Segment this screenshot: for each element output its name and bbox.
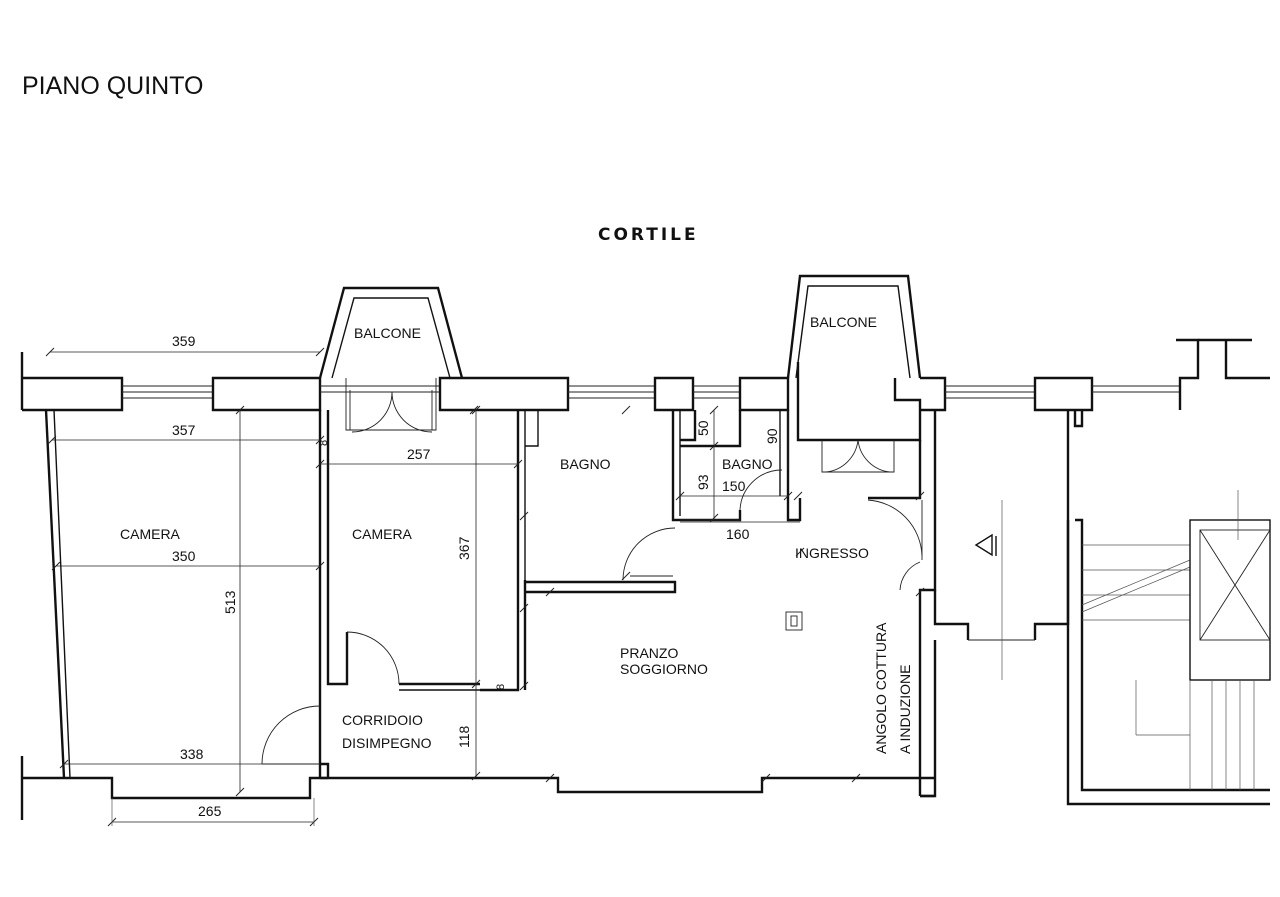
kitchen-label-1: ANGOLO COTTURA: [873, 622, 889, 754]
dimension-lines: [45, 347, 925, 827]
dim-265: 265: [198, 803, 222, 819]
living-label-1: PRANZO: [620, 645, 678, 661]
bedroom-left-label: CAMERA: [120, 526, 181, 542]
corridor-label-2: DISIMPEGNO: [342, 735, 432, 751]
balcony-right-label: BALCONE: [810, 314, 877, 330]
living-walls: [320, 640, 937, 798]
dim-350: 350: [172, 548, 196, 564]
entrance-arrow-icon: [974, 500, 1003, 680]
living-label-2: SOGGIORNO: [620, 661, 708, 677]
dim-8-bottom: 8: [495, 684, 507, 690]
dim-150: 150: [722, 478, 746, 494]
courtyard-label: CORTILE: [598, 225, 699, 245]
dim-118: 118: [456, 725, 472, 748]
balcony-left-label: BALCONE: [354, 325, 421, 341]
plan-title: PIANO QUINTO: [22, 72, 204, 100]
bedroom-middle-label: CAMERA: [352, 526, 413, 542]
dim-367: 367: [456, 536, 472, 560]
dim-90: 90: [764, 428, 780, 444]
dim-50: 50: [695, 420, 711, 436]
dim-257: 257: [407, 446, 431, 462]
dim-513: 513: [222, 590, 238, 614]
dim-93: 93: [695, 474, 711, 490]
balcony-right: [786, 274, 922, 473]
entry-walls: [867, 410, 1084, 796]
dim-359: 359: [172, 333, 196, 349]
facade-wall: [20, 338, 1270, 412]
corridor-label-1: CORRIDOIO: [342, 712, 423, 728]
dim-338: 338: [180, 746, 204, 762]
kitchen-label-2: A INDUZIONE: [897, 665, 913, 754]
bathroom-main-walls: [518, 409, 742, 594]
entry-label: INGRESSO: [795, 545, 869, 561]
dim-8-top: 8: [318, 440, 330, 446]
stair-elevator-icon: [1066, 490, 1271, 806]
hob-outlet-icon: [785, 611, 803, 631]
balcony-left: [318, 286, 464, 433]
dim-357: 357: [172, 422, 196, 438]
bedroom-middle-walls: [480, 410, 527, 692]
dim-160: 160: [726, 526, 750, 542]
bedroom-partition: [261, 410, 480, 778]
bathroom-main-label: BAGNO: [560, 456, 611, 472]
bedroom-left-walls: [20, 409, 320, 820]
bathroom-small-label: BAGNO: [722, 456, 773, 472]
